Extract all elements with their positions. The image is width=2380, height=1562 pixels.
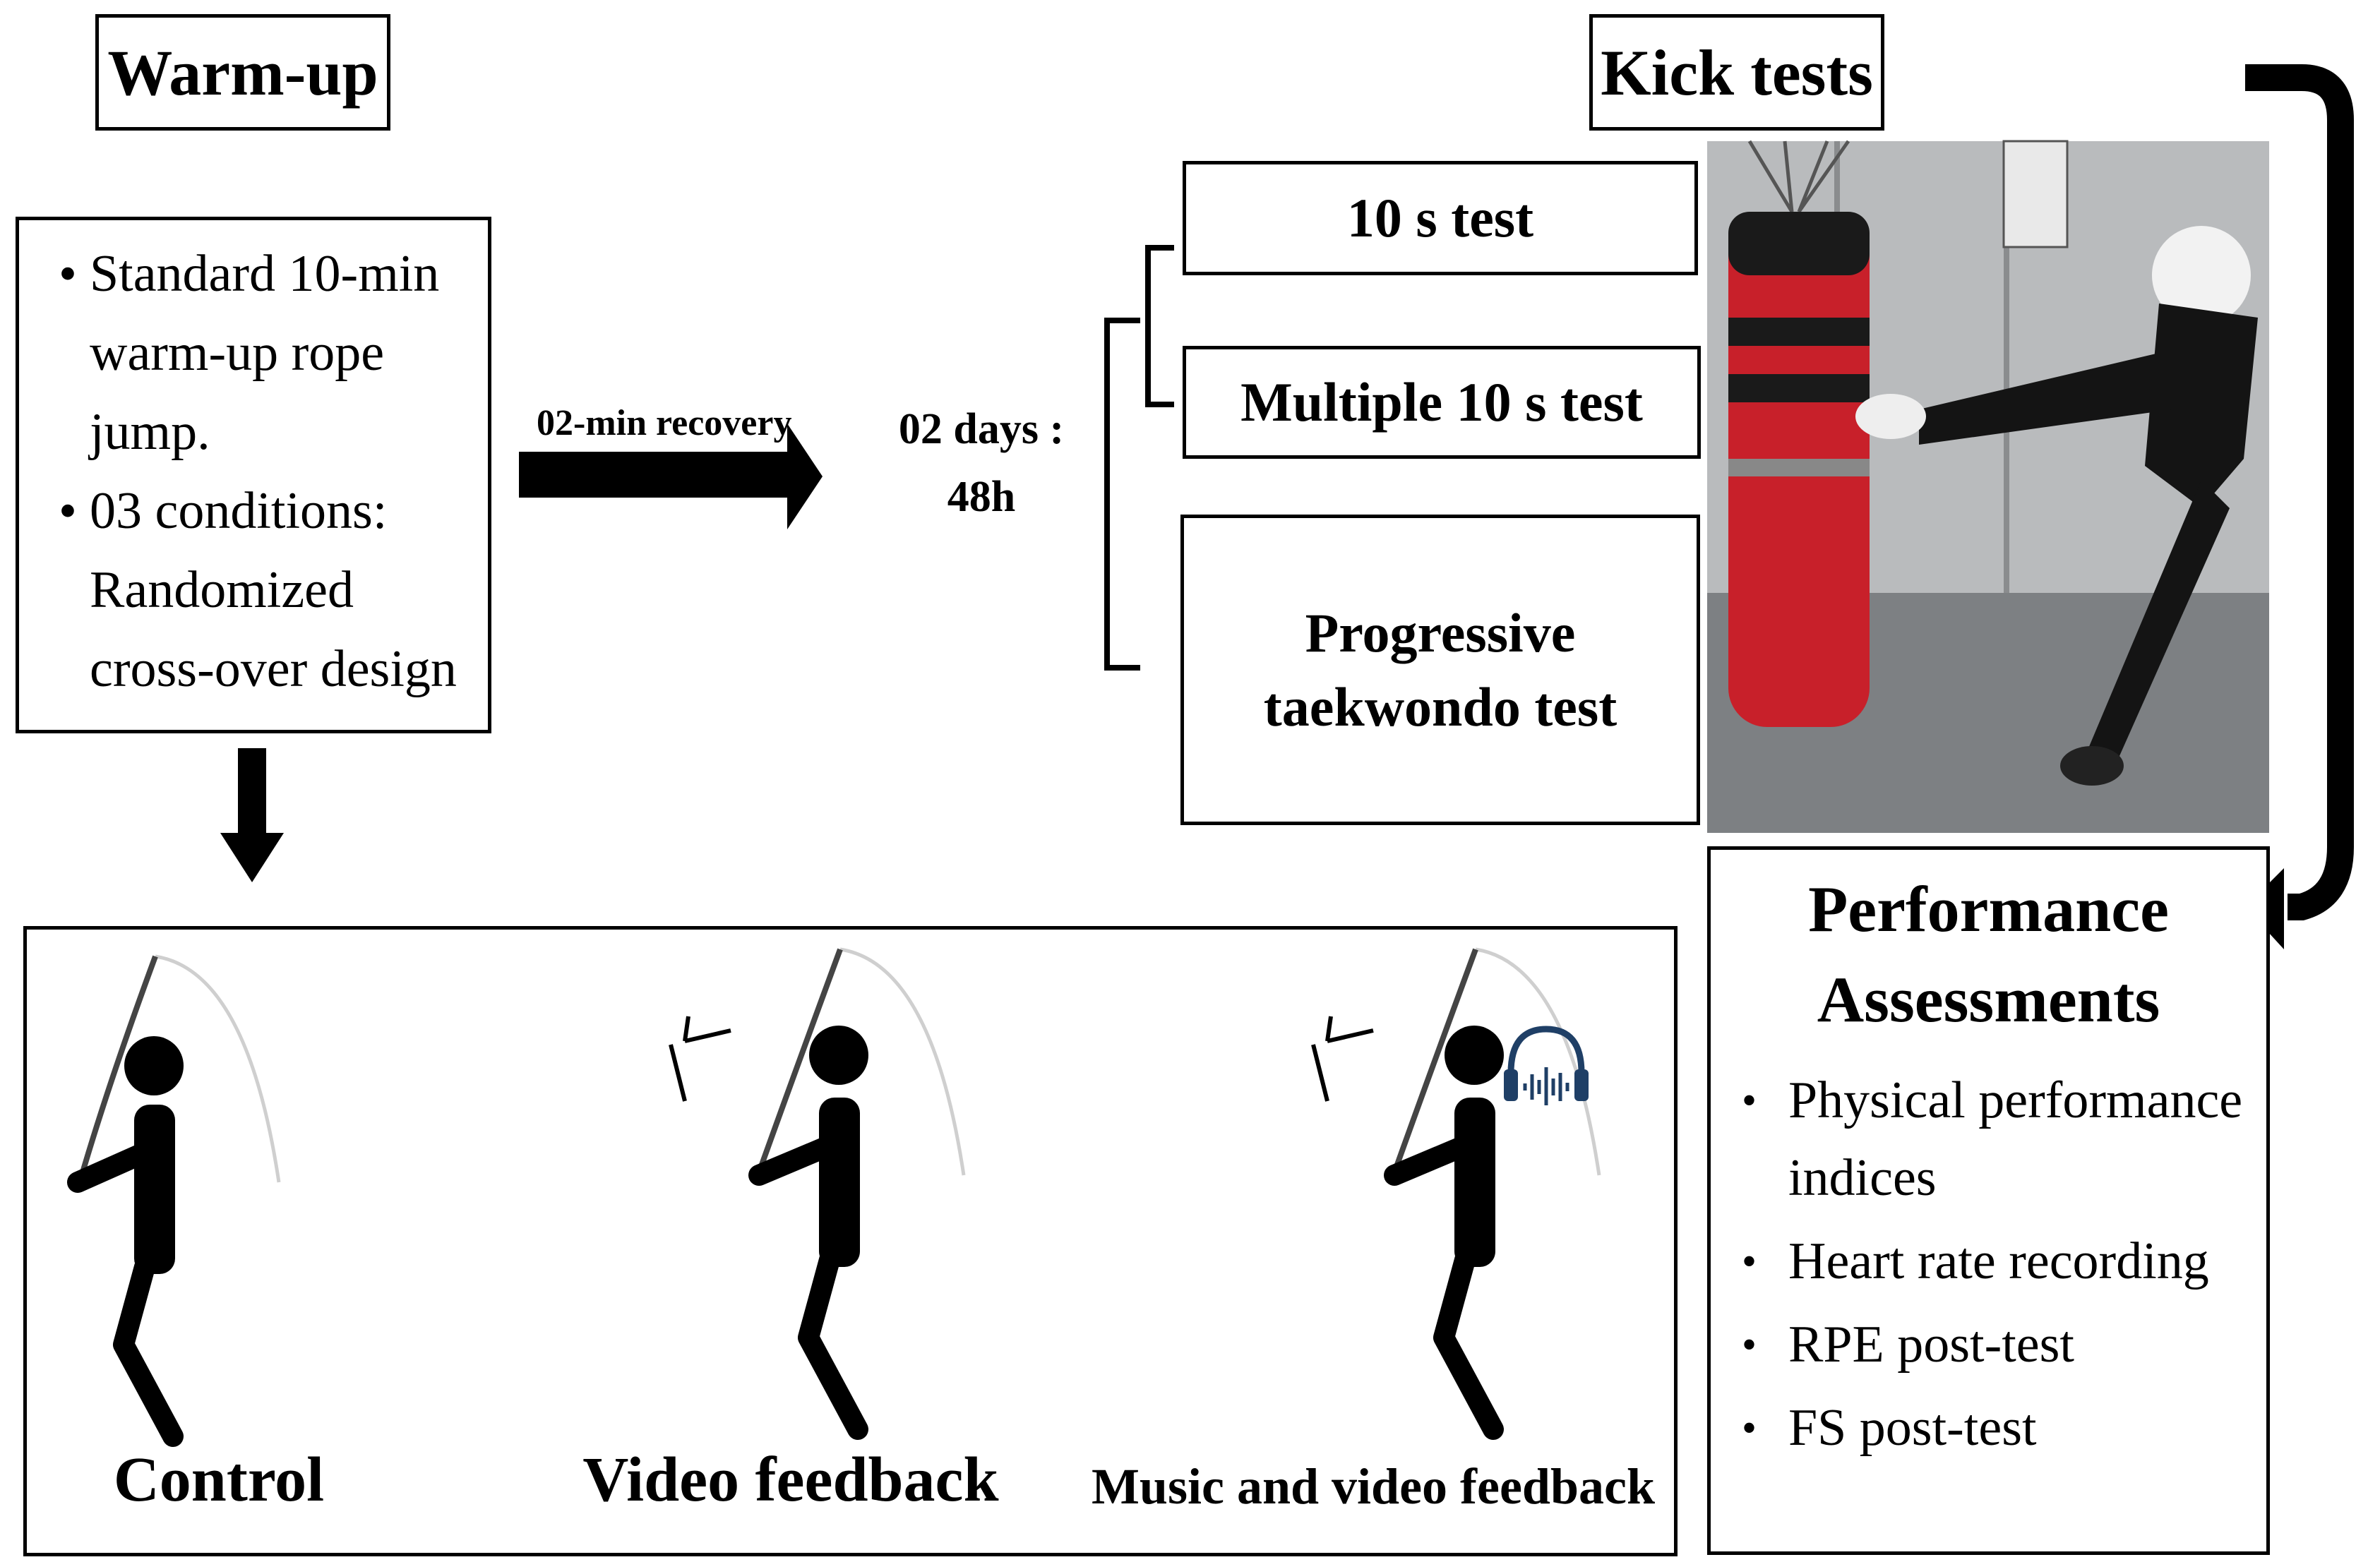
performance-title: Performance Assessments (1808, 873, 2169, 1035)
warmup-item: Standard 10-min warm-up rope jump. (54, 234, 488, 471)
warmup-item: 03 conditions: Randomized cross-over des… (54, 471, 488, 709)
bracket-icon (1104, 318, 1140, 671)
curved-arrow-icon (2245, 64, 2354, 949)
warmup-list: Standard 10-min warm-up rope jump. 03 co… (54, 234, 488, 709)
performance-list: Physical performance indices Heart rate … (1732, 1062, 2242, 1472)
bracket-icon (1145, 245, 1174, 407)
warmup-title: Warm-up (107, 36, 378, 109)
arrow-down-icon (220, 748, 284, 882)
test-box-progressive-taekwondo: Progressive taekwondo test (1180, 515, 1700, 825)
kick-tests-title: Kick tests (1601, 36, 1873, 109)
rope-jumper-icon (1384, 947, 1601, 1440)
arrow-right-icon (519, 423, 823, 529)
performance-item: Physical performance indices (1732, 1062, 2242, 1217)
camera-tripod-icon (669, 1016, 731, 1102)
condition-label-video-feedback: Video feedback (582, 1445, 999, 1515)
warmup-title-box: Warm-up (95, 14, 390, 131)
performance-item: Heart rate recording (1732, 1222, 2242, 1300)
rope-jumper-icon (748, 947, 966, 1440)
days-label: 02 days : 48h (898, 405, 1065, 521)
performance-item: RPE post-test (1732, 1306, 2242, 1383)
warmup-description-box: Standard 10-min warm-up rope jump. 03 co… (16, 217, 491, 733)
condition-label-music-video-feedback: Music and video feedback (1091, 1458, 1656, 1515)
headphones-icon (1504, 1026, 1589, 1105)
test-box-multiple-10s: Multiple 10 s test (1183, 346, 1701, 459)
kick-tests-title-box: Kick tests (1589, 14, 1884, 131)
kick-photo (1707, 140, 2269, 833)
test-box-10s: 10 s test (1183, 161, 1698, 275)
recovery-label: 02-min recovery (537, 403, 792, 443)
performance-item: FS post-test (1732, 1389, 2242, 1467)
camera-tripod-icon (1311, 1016, 1374, 1102)
performance-assessments-box: Performance Assessments Physical perform… (1707, 846, 2270, 1555)
condition-label-control: Control (113, 1445, 325, 1515)
rope-jumper-icon (67, 954, 281, 1447)
